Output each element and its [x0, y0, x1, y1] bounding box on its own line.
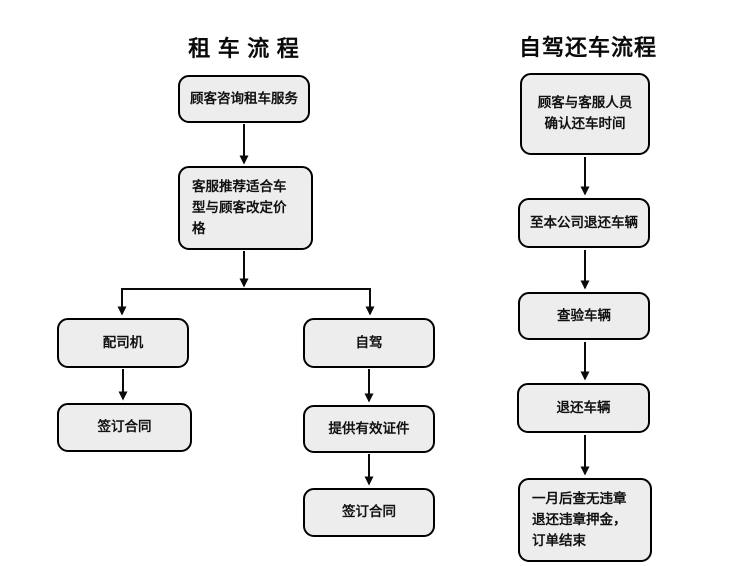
node-sign-contract-self: 签订合同 [303, 488, 435, 537]
node-provide-documents: 提供有效证件 [303, 405, 435, 453]
node-return-vehicle: 退还车辆 [517, 383, 650, 433]
node-inspect-vehicle: 查验车辆 [518, 292, 650, 340]
node-inquiry: 顾客咨询租车服务 [178, 75, 310, 123]
branch-horizontal-line [121, 288, 371, 314]
node-sign-contract-driver: 签订合同 [57, 403, 192, 452]
left-flow-title: 租 车 流 程 [188, 36, 300, 61]
node-self-drive: 自驾 [303, 318, 435, 368]
node-recommend: 客服推荐适合车 型与顾客改定价 格 [178, 166, 313, 250]
right-flow-title: 自驾还车流程 [518, 35, 657, 60]
node-confirm-return-time: 顾客与客服人员 确认还车时间 [520, 73, 650, 155]
node-return-to-company: 至本公司退还车辆 [518, 198, 650, 248]
node-deposit-refund: 一月后查无违章 退还违章押金， 订单结束 [518, 478, 652, 562]
node-with-driver: 配司机 [57, 318, 189, 368]
